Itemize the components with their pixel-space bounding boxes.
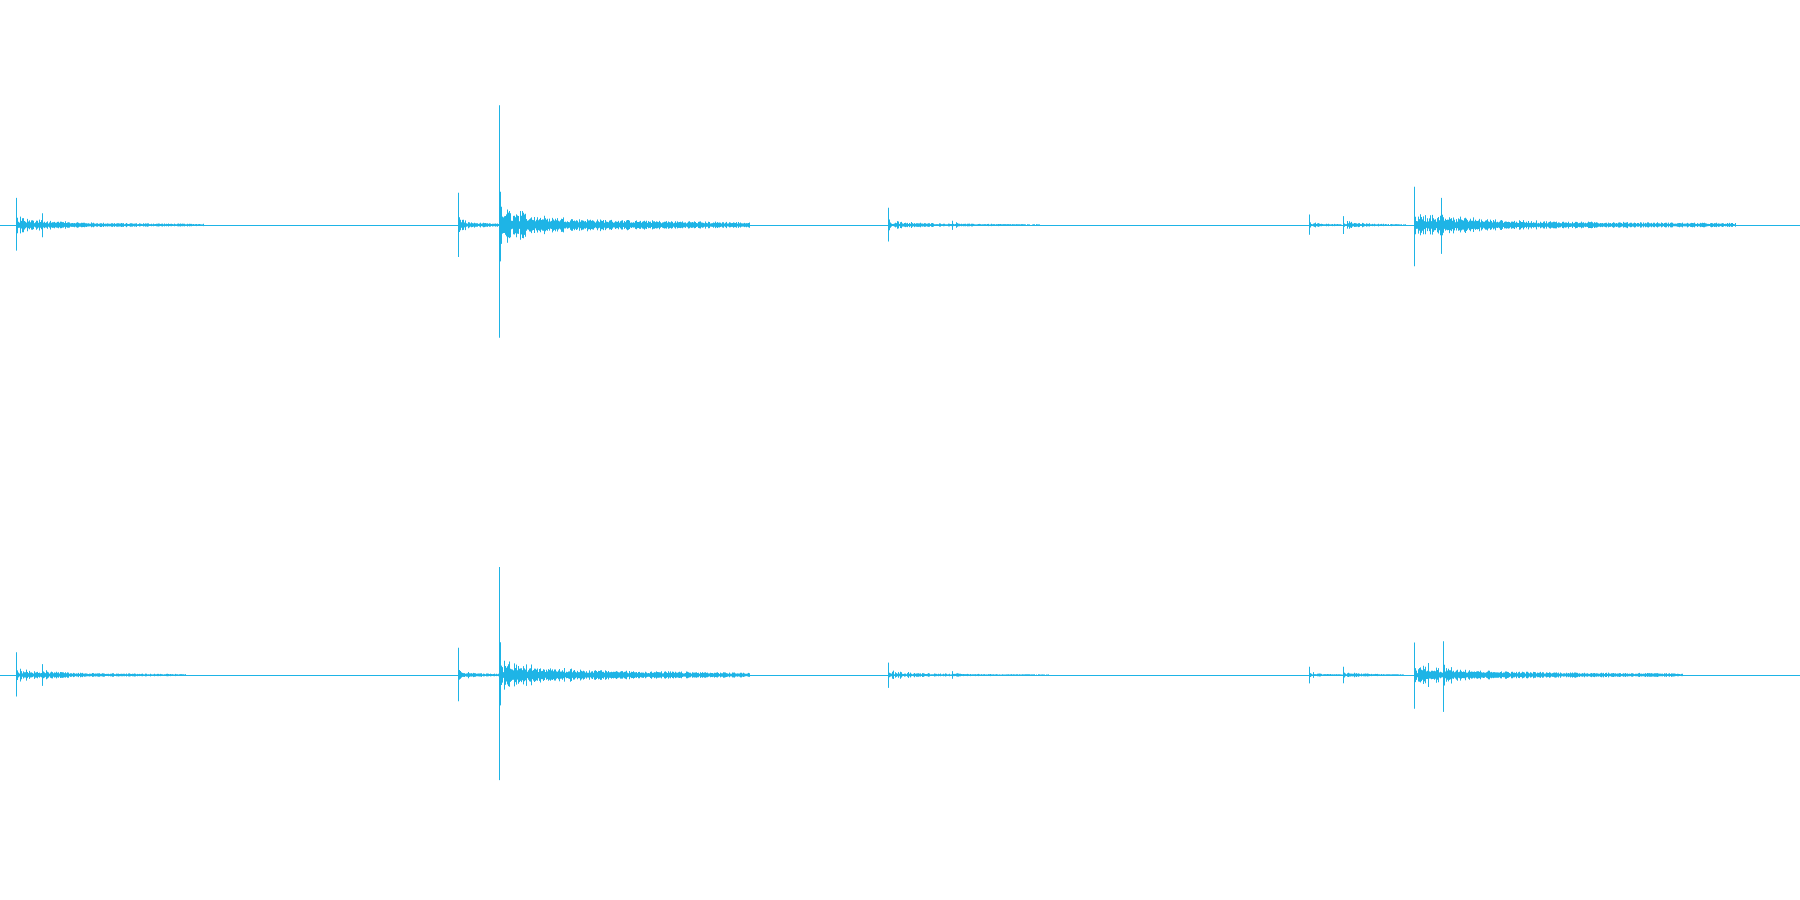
waveform-signal	[16, 567, 1683, 781]
waveform-channel-left	[0, 105, 1800, 338]
waveform-channel-right	[0, 567, 1800, 781]
waveform-signal	[16, 105, 1736, 338]
